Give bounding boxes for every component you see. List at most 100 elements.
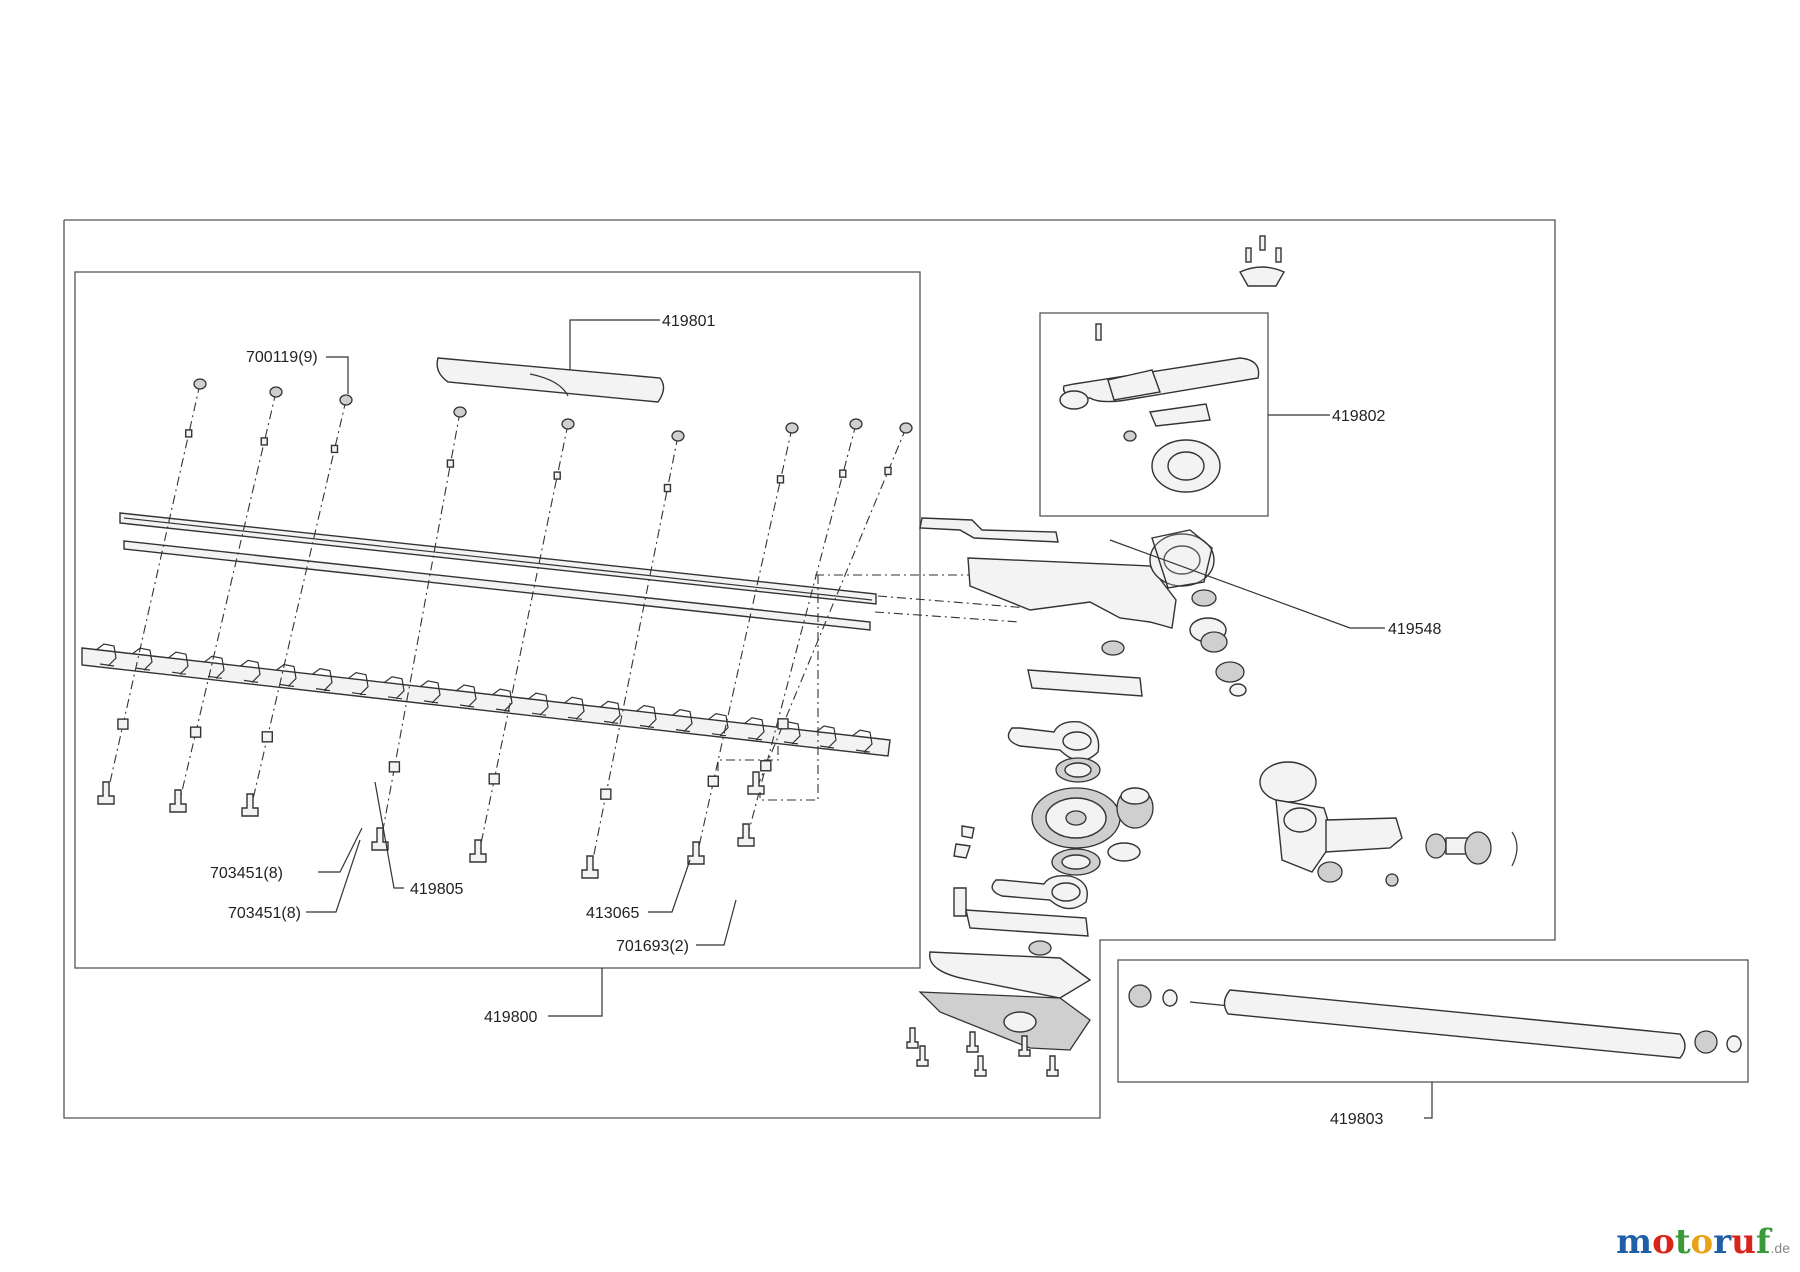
watermark-logo: motoruf [1616, 1222, 1770, 1262]
fastener-axis [477, 423, 569, 859]
leader-700119 [326, 356, 349, 394]
gear-housing [967, 529, 1217, 629]
cover-screw [1046, 1055, 1059, 1077]
connection-line [874, 611, 1021, 623]
small-bracket [953, 825, 975, 917]
watermark-letter: m [1616, 1222, 1653, 1262]
bushing [189, 726, 202, 738]
cover-screw [906, 1027, 919, 1049]
blade-assembly-box [74, 271, 921, 969]
spacer-sleeve [839, 469, 847, 478]
mounting-plate [919, 517, 1059, 543]
watermark-letter: f [1755, 1222, 1771, 1262]
spacer-sleeve [663, 483, 672, 493]
fastener-axis [379, 411, 461, 847]
spacer-plate [1027, 669, 1143, 697]
watermark-letter: r [1713, 1222, 1732, 1262]
spacer-sleeve [185, 429, 193, 438]
hex-nut [339, 394, 353, 406]
watermark-letter: o [1652, 1222, 1675, 1262]
watermark-letter: o [1690, 1222, 1714, 1262]
connection-line [717, 746, 779, 775]
shoulder-bolt [747, 771, 765, 795]
part-label-419548: 419548 [1388, 621, 1441, 638]
small-gear [1116, 787, 1154, 829]
part-label-419805: 419805 [410, 881, 463, 898]
part-label-700119: 700119(9) [246, 349, 318, 366]
brand-watermark: motoruf.de [1616, 1222, 1790, 1262]
hex-nut [671, 430, 685, 442]
rear-handle [1059, 323, 1260, 493]
fastener-axis [695, 427, 793, 861]
leader-413065 [648, 859, 691, 913]
leader-419801 [569, 319, 660, 370]
fastener-axis [589, 435, 679, 875]
shoulder-bolt [241, 793, 259, 817]
watermark-suffix: .de [1770, 1240, 1790, 1256]
crank-arm-upper [1007, 721, 1100, 762]
spacer-sleeve [884, 466, 892, 476]
drive-pinion [1189, 617, 1247, 697]
part-label-419801: 419801 [662, 313, 715, 330]
angle-coupling [1259, 761, 1403, 887]
hex-nut [899, 422, 913, 434]
shoulder-bolt [169, 789, 187, 813]
hex-nut [785, 422, 799, 434]
watermark-letter: u [1731, 1222, 1756, 1262]
washer-upper [1055, 757, 1101, 783]
fastener-axis [755, 427, 907, 791]
connection-line [759, 575, 819, 801]
gear-cover [918, 991, 1091, 1051]
connection-line [877, 595, 1029, 609]
bushing [117, 718, 129, 730]
leader-703451b [306, 839, 361, 913]
part-label-701693: 701693(2) [616, 938, 689, 955]
hex-nut [561, 418, 575, 430]
fastener-axis [177, 391, 277, 809]
cover-screw [1018, 1035, 1031, 1057]
fastener-axis [249, 399, 347, 813]
washer-lower [1051, 842, 1141, 876]
leader-419803 [1424, 1082, 1433, 1119]
part-label-419800: 419800 [484, 1009, 537, 1026]
bushing [777, 718, 789, 730]
hex-nut [453, 406, 467, 418]
lower-plate [965, 909, 1089, 937]
gasket [929, 940, 1092, 999]
fastener-axis [105, 383, 201, 801]
cover-screw [966, 1031, 979, 1053]
shoulder-bolt [581, 855, 599, 879]
hex-nut [849, 418, 863, 430]
hex-nut [193, 378, 207, 390]
spacer-sleeve [446, 459, 455, 468]
fasteners [97, 378, 913, 879]
shoulder-bolt [371, 827, 389, 851]
main-gear [1031, 787, 1121, 849]
cover-screws [906, 1027, 1059, 1077]
bushing [707, 775, 719, 787]
spacer-sleeve [553, 471, 561, 480]
shoulder-bolt [97, 781, 115, 805]
bushing [261, 731, 273, 743]
cover-screw [974, 1055, 987, 1077]
leader-419805 [374, 781, 404, 889]
fastener-axis [745, 423, 857, 843]
bushing [388, 761, 401, 773]
blade-guard [436, 357, 665, 403]
watermark-letter: t [1674, 1222, 1691, 1262]
part-label-703451-b: 703451(8) [228, 905, 301, 922]
spacer-sleeve [330, 444, 339, 454]
spacer-sleeve [260, 437, 268, 446]
leader-701693 [696, 899, 737, 946]
leader-419800 [548, 968, 603, 1017]
part-label-419802: 419802 [1332, 408, 1385, 425]
leader-419548 [1109, 539, 1385, 629]
part-label-419803: 419803 [1330, 1111, 1383, 1128]
bushing [488, 773, 500, 785]
part-label-703451-a: 703451(8) [210, 865, 283, 882]
cover-screw [916, 1045, 929, 1067]
shoulder-bolt [469, 839, 487, 863]
coupling-parts [1425, 831, 1518, 867]
outer-frame [63, 219, 1556, 1119]
bearing-small [1101, 640, 1125, 656]
